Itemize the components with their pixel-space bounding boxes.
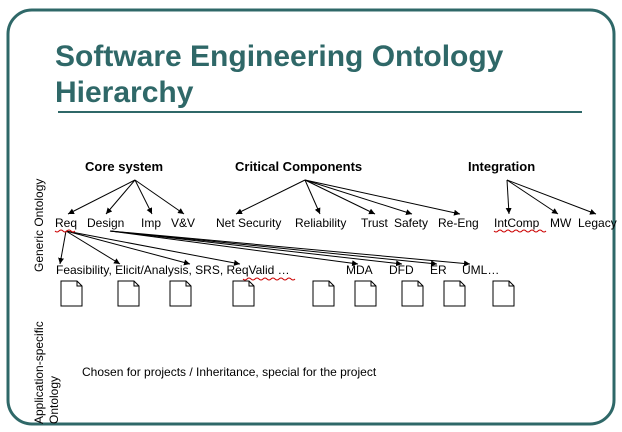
slide-border	[6, 8, 616, 426]
design-child: ER	[430, 263, 447, 277]
integration-edge	[506, 179, 559, 215]
design-child: DFD	[389, 263, 414, 277]
critical-edge	[304, 179, 321, 215]
critical-item: Trust	[361, 216, 389, 230]
core-edge	[67, 179, 136, 215]
document-icon	[492, 280, 515, 307]
integration-item: MW	[550, 216, 572, 230]
design-edge	[109, 230, 359, 267]
document-icons	[60, 280, 515, 307]
req-children-label: Feasibility, Elicit/Analysis, SRS, ReqVa…	[56, 263, 290, 277]
req-edge	[65, 230, 241, 266]
core-edge	[105, 179, 136, 215]
critical-edge	[304, 179, 376, 215]
design-edge	[109, 230, 471, 267]
document-icon	[354, 280, 377, 307]
critical-edge	[304, 179, 413, 216]
document-icon	[60, 280, 83, 307]
core-edge	[134, 179, 153, 215]
design-edge	[109, 230, 403, 267]
document-icon	[169, 280, 192, 307]
core-items: Req Design Imp V&V	[55, 216, 195, 230]
integration-item: IntComp	[494, 216, 540, 230]
spell-underline-intcomp	[493, 229, 547, 233]
core-edge	[134, 179, 185, 215]
application-caption: Chosen for projects / Inheritance, speci…	[82, 365, 377, 379]
spell-underline-req	[54, 229, 76, 233]
document-icon	[117, 280, 140, 307]
document-icon	[443, 280, 466, 307]
generic-ontology-label: Generic Ontology	[32, 179, 46, 272]
integration-items: IntComp MW Legacy	[494, 216, 617, 230]
core-item: V&V	[171, 216, 195, 230]
req-edge	[65, 230, 121, 265]
design-edge	[109, 230, 438, 267]
integration-edge	[505, 179, 512, 215]
integration-edge	[506, 179, 597, 215]
critical-items: Net Security Reliability Trust Safety Re-Eng	[216, 216, 479, 230]
critical-item: Net Security	[216, 216, 281, 230]
req-edge	[65, 230, 191, 266]
group-critical-components: Critical Components	[235, 159, 362, 174]
req-edge	[58, 230, 67, 265]
critical-item: Safety	[394, 216, 428, 230]
document-icon	[401, 280, 424, 307]
critical-item: Reliability	[295, 216, 346, 230]
slide-title-line2: Hierarchy	[55, 76, 194, 109]
group-core-system: Core system	[85, 159, 163, 174]
application-ontology-label-line1: Application-specific	[32, 321, 46, 424]
core-item: Design	[87, 216, 124, 230]
core-item: Req	[55, 216, 77, 230]
document-icon	[232, 280, 255, 307]
critical-edge	[235, 179, 306, 215]
core-item: Imp	[141, 216, 161, 230]
spell-underline-reqvalid	[242, 277, 296, 281]
design-child: UML…	[462, 263, 499, 277]
design-child: MDA	[346, 263, 373, 277]
slide-title-line1: Software Engineering Ontology	[55, 40, 504, 73]
integration-item: Legacy	[578, 216, 617, 230]
group-integration: Integration	[468, 159, 535, 174]
document-icon	[312, 280, 335, 307]
design-children: MDA DFD ER UML…	[346, 263, 499, 277]
critical-item: Re-Eng	[438, 216, 479, 230]
application-ontology-label-line2: Ontology	[47, 376, 61, 424]
critical-edge	[304, 179, 461, 216]
edges	[58, 179, 597, 267]
